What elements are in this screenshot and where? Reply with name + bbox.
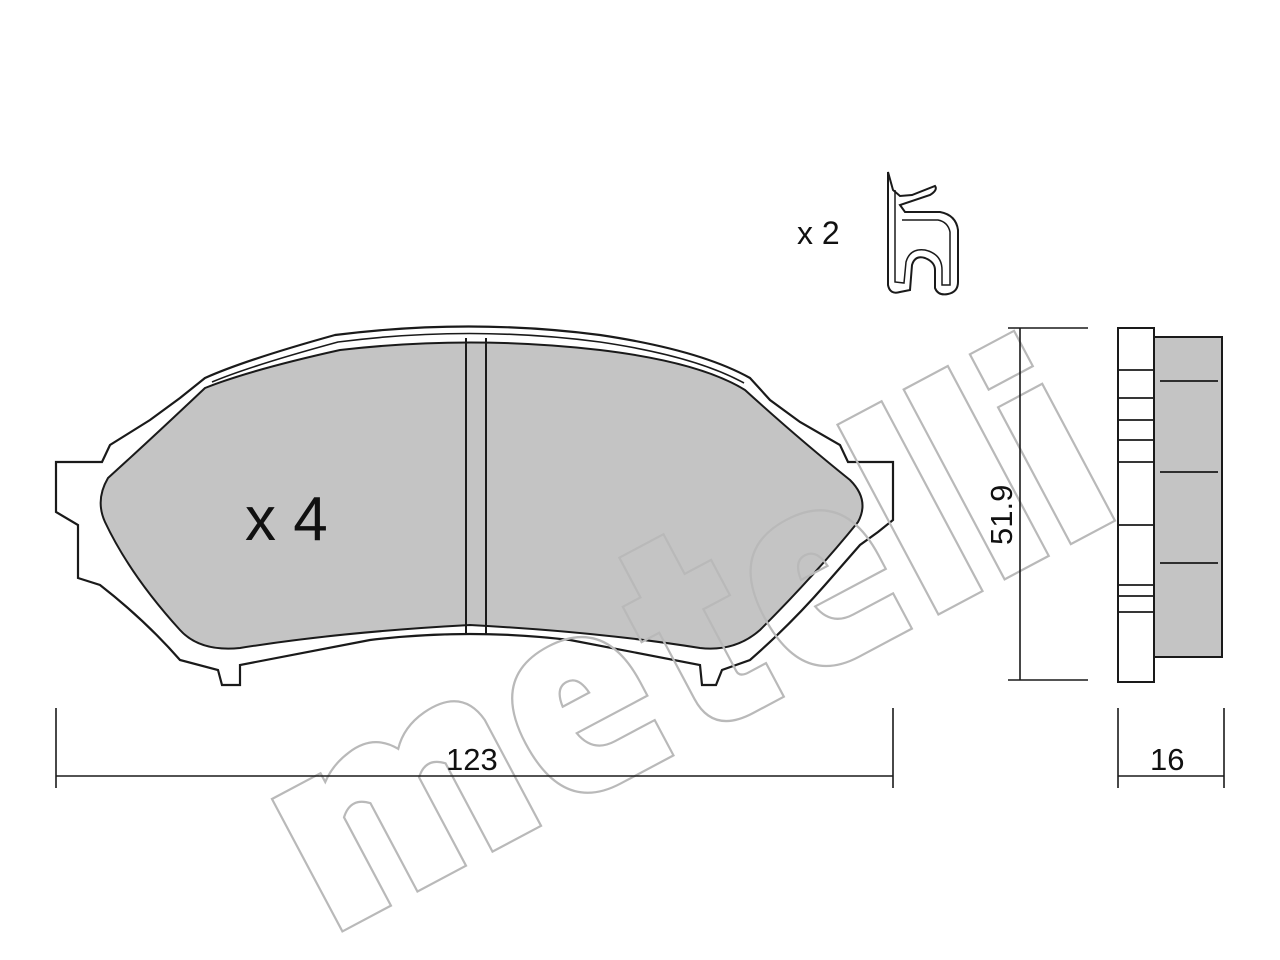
brand-watermark bbox=[270, 329, 1117, 933]
watermark-letter-l2 bbox=[902, 364, 1051, 581]
brake-pad-side-view bbox=[1117, 327, 1223, 683]
retaining-clip: x 2 bbox=[797, 171, 959, 296]
side-friction-material bbox=[1153, 336, 1223, 658]
watermark-letter-t bbox=[617, 532, 786, 723]
width-dimension-value: 123 bbox=[446, 742, 498, 777]
retaining-clip-inner bbox=[894, 190, 951, 286]
watermark-letter-l1 bbox=[835, 399, 985, 617]
side-friction-marks bbox=[1160, 380, 1218, 564]
thickness-dimension-value: 16 bbox=[1150, 742, 1184, 777]
watermark-letter-i-stem bbox=[996, 382, 1117, 546]
watermark-letter-i-dot bbox=[968, 329, 1035, 392]
side-backing-plate bbox=[1117, 327, 1155, 683]
brake-pad-front-view: x 4 bbox=[54, 325, 895, 687]
retaining-clip-outline bbox=[887, 171, 959, 296]
clip-quantity-label: x 2 bbox=[797, 215, 840, 251]
watermark-letter-m bbox=[270, 700, 543, 933]
width-dimension bbox=[55, 708, 894, 788]
watermark-letter-e2 bbox=[749, 509, 914, 668]
thickness-dimension bbox=[1117, 708, 1225, 788]
friction-material bbox=[99, 341, 864, 650]
height-dimension-value: 51.9 bbox=[984, 485, 1019, 545]
backing-plate-inner-line bbox=[211, 332, 745, 384]
side-plate-notches bbox=[1118, 369, 1154, 613]
height-dimension bbox=[1008, 327, 1088, 681]
pad-quantity-label: x 4 bbox=[245, 485, 328, 554]
watermark-letter-e bbox=[511, 636, 675, 794]
